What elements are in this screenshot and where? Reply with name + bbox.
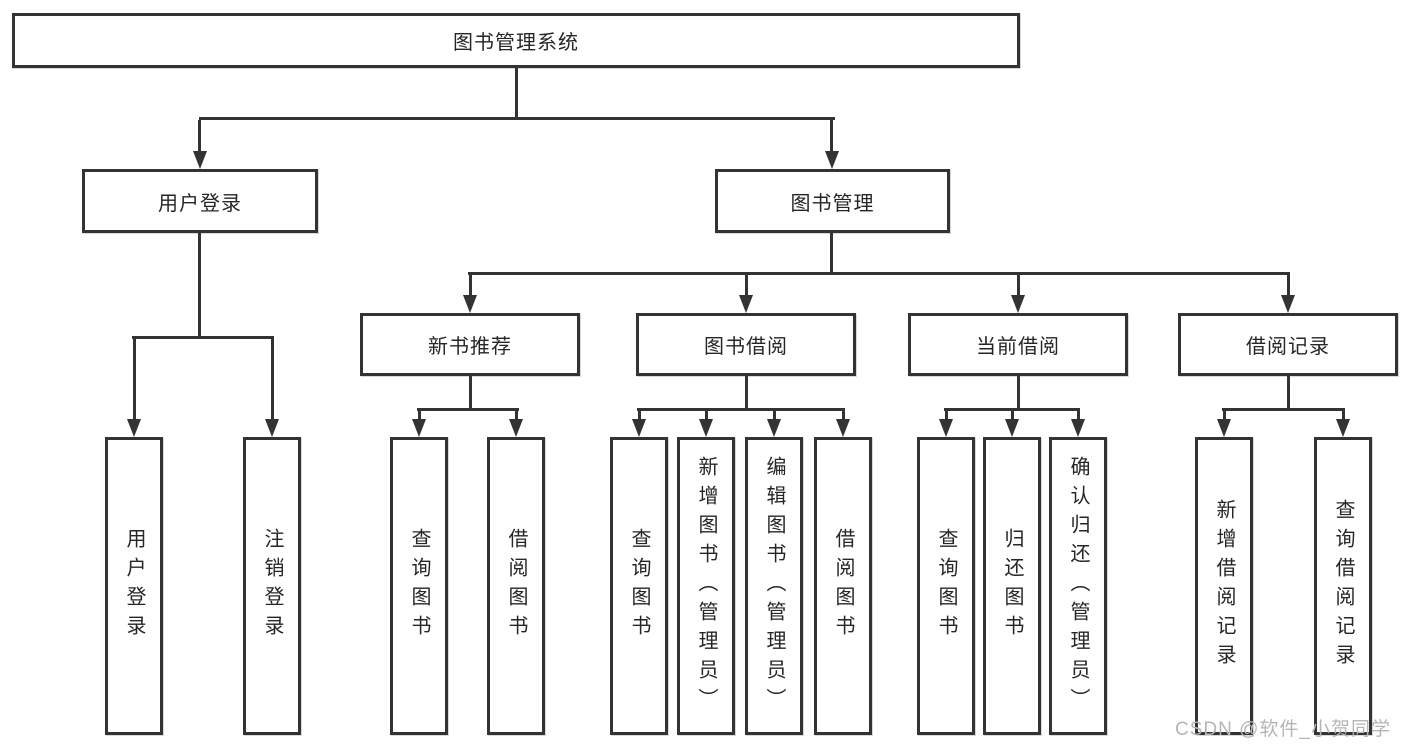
arrow-down-icon [1336,419,1350,437]
connector-group-stem [469,376,472,411]
leaf-query-books-borrowing: 查询图书 [610,437,668,735]
connector-group-rail [1222,408,1345,411]
node-current-borrowing: 当前借阅 [908,313,1128,376]
node-new-book-recommend: 新书推荐 [360,313,580,376]
connector-leaf-shaft [945,411,948,419]
connector-user-login-rail [132,336,274,339]
leaf-query-borrow-record-label: 查询借阅记录 [1332,499,1354,673]
arrow-down-icon [632,419,646,437]
arrow-down-icon [699,419,713,437]
node-current-borrowing-label: 当前借阅 [976,336,1060,358]
leaf-return-books-label: 归还图书 [1001,528,1023,644]
connector-leaf-shaft [418,411,421,419]
leaf-logout-label: 注销登录 [261,528,283,644]
connector-leaf-shaft [638,411,641,419]
leaf-logout: 注销登录 [243,437,301,735]
leaf-return-books: 归还图书 [983,437,1041,735]
arrow-down-icon [1071,419,1085,437]
node-user-login-label: 用户登录 [158,192,242,215]
arrow-down-icon [463,295,477,313]
node-borrowing-records-label: 借阅记录 [1246,336,1330,358]
arrow-down-icon [412,419,426,437]
connector-level2-rail [199,117,835,120]
connector-user-login-stem [198,233,201,338]
connector-leaf-shaft [133,339,136,419]
leaf-query-books-recommend-label: 查询图书 [408,528,430,644]
node-new-book-recommend-label: 新书推荐 [428,336,512,358]
node-borrowing-records: 借阅记录 [1178,313,1398,376]
node-book-management: 图书管理 [715,169,950,233]
arrow-down-icon [739,295,753,313]
node-book-management-label: 图书管理 [790,192,875,215]
arrow-down-icon [509,419,523,437]
connector-leaf-shaft [842,411,845,419]
connector-leaf-shaft [1011,411,1014,419]
connector-leaf-shaft [1223,411,1226,419]
connector-level3-shaft [1287,275,1290,295]
connector-book-mgmt-shaft [830,120,833,152]
connector-group-stem [745,376,748,411]
connector-user-login-shaft [198,120,201,152]
connector-group-rail [417,408,519,411]
leaf-query-books-recommend: 查询图书 [390,437,448,735]
connector-level3-shaft [1017,275,1020,295]
arrow-down-icon [1217,419,1231,437]
leaf-query-borrow-record: 查询借阅记录 [1314,437,1372,735]
arrow-down-icon [127,419,141,437]
leaf-borrow-books-label: 借阅图书 [832,528,854,644]
arrow-down-icon [825,151,839,169]
connector-group-stem [1287,376,1290,411]
node-root: 图书管理系统 [12,13,1020,68]
leaf-user-login-label: 用户登录 [123,528,145,644]
arrow-down-icon [836,419,850,437]
leaf-edit-books-admin-label: 编辑图书（管理员） [763,455,785,717]
connector-group-rail [944,408,1080,411]
node-book-borrowing-label: 图书借阅 [704,336,788,358]
connector-group-stem [1017,376,1020,411]
connector-leaf-shaft [1342,411,1345,419]
leaf-edit-books-admin: 编辑图书（管理员） [745,437,803,735]
connector-root-stem [515,68,518,119]
connector-leaf-shaft [515,411,518,419]
connector-level3-shaft [745,275,748,295]
connector-level3-rail [468,272,1290,275]
leaf-add-books-admin-label: 新增图书（管理员） [695,455,717,717]
leaf-query-books-current: 查询图书 [917,437,975,735]
leaf-query-books-current-label: 查询图书 [935,528,957,644]
arrow-down-icon [1011,295,1025,313]
connector-leaf-shaft [1077,411,1080,419]
node-user-login: 用户登录 [82,169,318,233]
connector-level3-shaft [469,275,472,295]
leaf-confirm-return-admin: 确认归还（管理员） [1049,437,1107,735]
leaf-user-login: 用户登录 [105,437,163,735]
csdn-watermark: CSDN @软件_小贺同学 [1175,719,1391,740]
leaf-add-borrow-record-label: 新增借阅记录 [1213,499,1235,673]
arrow-down-icon [767,419,781,437]
leaf-query-books-borrowing-label: 查询图书 [628,528,650,644]
node-root-label: 图书管理系统 [453,32,579,54]
node-book-borrowing: 图书借阅 [636,313,856,376]
arrow-down-icon [939,419,953,437]
connector-group-rail [637,408,845,411]
leaf-confirm-return-admin-label: 确认归还（管理员） [1067,455,1089,717]
leaf-add-books-admin: 新增图书（管理员） [677,437,735,735]
arrow-down-icon [1281,295,1295,313]
connector-leaf-shaft [705,411,708,419]
leaf-add-borrow-record: 新增借阅记录 [1195,437,1253,735]
arrow-down-icon [193,151,207,169]
arrow-down-icon [1005,419,1019,437]
arrow-down-icon [265,419,279,437]
connector-leaf-shaft [773,411,776,419]
leaf-borrow-books: 借阅图书 [814,437,872,735]
leaf-borrow-books-recommend: 借阅图书 [487,437,545,735]
connector-leaf-shaft [271,339,274,419]
connector-book-mgmt-stem [830,233,833,275]
leaf-borrow-books-recommend-label: 借阅图书 [505,528,527,644]
